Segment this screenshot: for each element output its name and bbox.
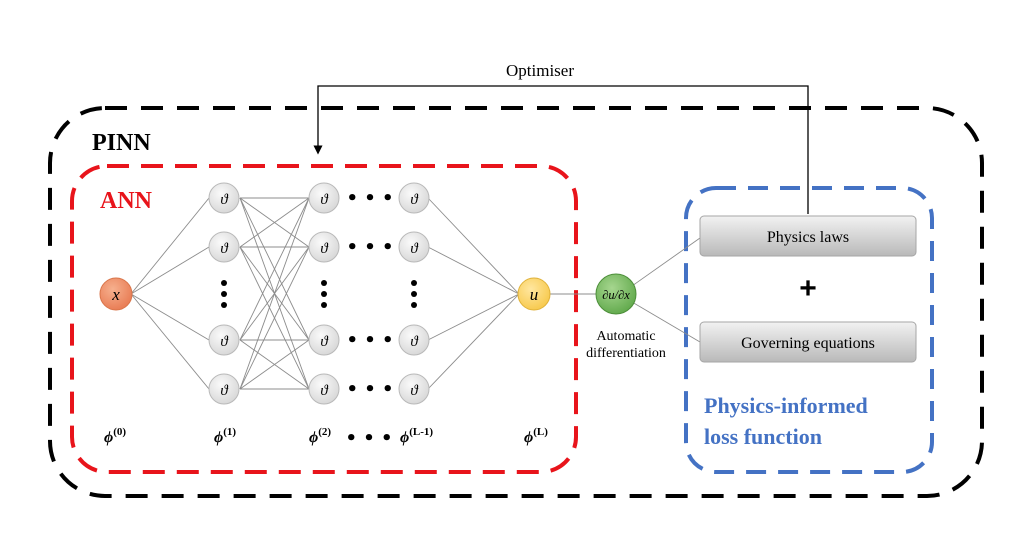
layer-ellipses: • • • • • • • • • • • •: [346, 188, 393, 400]
ann-label: ANN: [100, 188, 153, 214]
optimiser-loop-line: [313, 85, 809, 214]
optimiser-label: Optimiser: [506, 61, 574, 80]
physics-laws-box: Physics laws: [699, 215, 917, 257]
svg-text:ϑ: ϑ: [220, 334, 229, 350]
network-connections: [130, 197, 701, 390]
layer-label-l-minus-1: ϕ(L-1): [400, 426, 433, 446]
hidden-node: ϑ: [398, 231, 430, 263]
layer-labels: ϕ(0) ϕ(1) ϕ(2) • • • ϕ(L-1) ϕ(L): [104, 426, 548, 449]
hidden-node: ϑ: [308, 231, 340, 263]
physics-laws-label: Physics laws: [767, 229, 849, 246]
input-node: x: [99, 277, 133, 311]
vertical-ellipsis: [321, 280, 327, 308]
plus-sign: +: [799, 272, 817, 305]
vertical-ellipsis: [221, 280, 227, 308]
hidden-layer-l-minus-1: ϑ ϑ ϑ ϑ: [398, 182, 430, 405]
hidden-node: ϑ: [208, 231, 240, 263]
pinn-border: [48, 106, 984, 498]
hidden-node: ϑ: [398, 373, 430, 405]
input-node-label: x: [111, 285, 120, 304]
svg-text:ϑ: ϑ: [410, 334, 419, 350]
svg-text:ϑ: ϑ: [320, 241, 329, 257]
governing-equations-box: Governing equations: [699, 321, 917, 363]
svg-text:ϑ: ϑ: [220, 241, 229, 257]
hidden-node: ϑ: [398, 324, 430, 356]
svg-text:• • •: • • •: [346, 237, 393, 258]
loss-label-line2: loss function: [704, 424, 822, 449]
svg-text:ϑ: ϑ: [410, 241, 419, 257]
hidden-node: ϑ: [308, 324, 340, 356]
governing-equations-label: Governing equations: [741, 335, 875, 352]
ann-border: [70, 164, 578, 474]
svg-text:• • •: • • •: [346, 330, 393, 351]
hidden-node: ϑ: [208, 182, 240, 214]
autodiff-label-line2: differentiation: [586, 346, 666, 361]
vertical-ellipsis: [411, 280, 417, 308]
svg-text:ϑ: ϑ: [220, 192, 229, 208]
svg-text:• • •: • • •: [346, 188, 393, 209]
output-node: u: [517, 277, 551, 311]
layer-label-0: ϕ(0): [104, 426, 126, 446]
svg-text:ϑ: ϑ: [320, 334, 329, 350]
layer-ellipsis-bottom: • • •: [345, 428, 392, 449]
derivative-node-label: ∂u/∂x: [602, 288, 630, 302]
hidden-layer-2: ϑ ϑ ϑ ϑ: [308, 182, 340, 405]
hidden-node: ϑ: [398, 182, 430, 214]
layer-label-2: ϕ(2): [309, 426, 331, 446]
layer-label-l: ϕ(L): [524, 426, 548, 446]
svg-text:ϑ: ϑ: [410, 192, 419, 208]
hidden-node: ϑ: [308, 373, 340, 405]
pinn-label: PINN: [92, 130, 151, 156]
layer-label-1: ϕ(1): [214, 426, 236, 446]
svg-text:• • •: • • •: [346, 379, 393, 400]
autodiff-label-line1: Automatic: [596, 329, 655, 344]
svg-text:ϑ: ϑ: [220, 383, 229, 399]
svg-text:ϑ: ϑ: [410, 383, 419, 399]
hidden-node: ϑ: [308, 182, 340, 214]
hidden-node: ϑ: [208, 324, 240, 356]
hidden-node: ϑ: [208, 373, 240, 405]
svg-text:ϑ: ϑ: [320, 383, 329, 399]
loss-border: [684, 186, 934, 474]
svg-text:ϑ: ϑ: [320, 192, 329, 208]
loss-label-line1: Physics-informed: [704, 393, 868, 418]
hidden-layer-1: ϑ ϑ ϑ ϑ: [208, 182, 240, 405]
derivative-node: ∂u/∂x: [595, 273, 637, 315]
output-node-label: u: [530, 285, 539, 304]
